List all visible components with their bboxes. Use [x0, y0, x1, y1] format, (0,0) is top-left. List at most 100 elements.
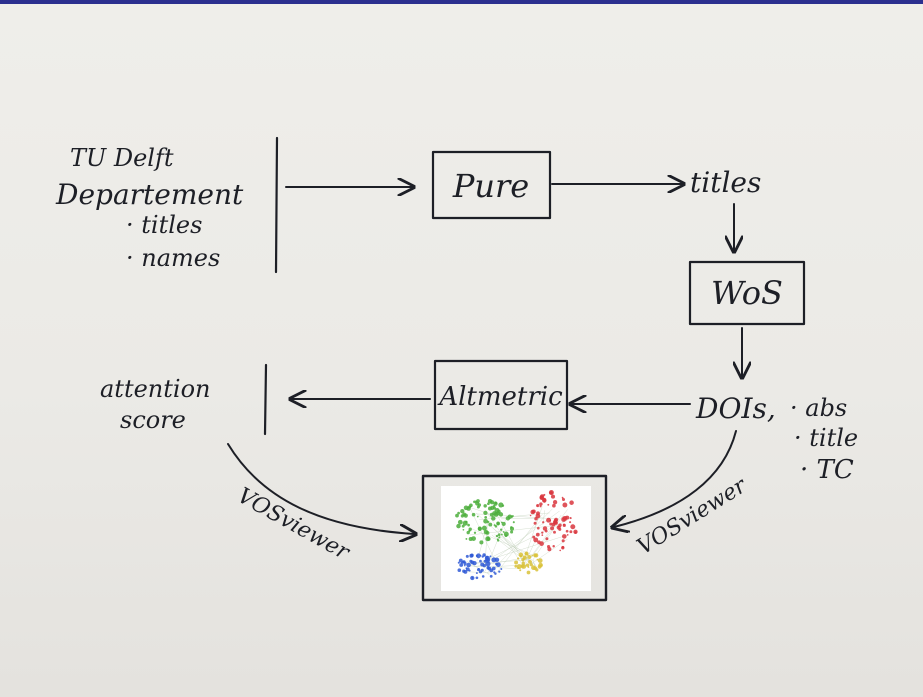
network-node	[547, 547, 552, 552]
vosviewer-network-map-icon	[441, 486, 591, 591]
network-clusters	[455, 490, 578, 581]
network-node	[562, 523, 566, 528]
network-node	[561, 539, 565, 543]
network-node	[463, 561, 467, 566]
network-node	[485, 555, 489, 559]
network-node	[485, 561, 491, 567]
network-node	[467, 505, 472, 509]
network-node	[512, 521, 515, 524]
network-node	[533, 537, 539, 543]
network-node	[565, 515, 570, 520]
network-node	[456, 523, 461, 529]
network-node	[549, 519, 551, 522]
network-node	[465, 567, 470, 572]
titles-label: titles	[690, 166, 761, 199]
altmetric-box	[433, 359, 569, 431]
network-node	[481, 525, 487, 531]
network-node	[569, 530, 573, 534]
network-node	[487, 566, 492, 571]
network-node	[475, 572, 478, 575]
network-node	[522, 555, 527, 560]
network-node	[525, 563, 530, 567]
network-node	[457, 511, 460, 515]
arrow-dois-to-map	[614, 430, 737, 527]
network-node	[537, 558, 543, 563]
network-node	[531, 554, 533, 557]
network-node	[458, 558, 463, 563]
network-node	[541, 531, 544, 534]
network-node	[498, 570, 501, 573]
network-node	[498, 536, 501, 539]
score-separator	[263, 363, 268, 436]
network-node	[501, 533, 503, 536]
network-node	[460, 509, 465, 514]
wos-box	[688, 260, 806, 326]
network-node	[487, 536, 489, 538]
source-bullet-titles: · titles	[126, 211, 202, 239]
network-node	[490, 505, 495, 511]
network-node	[569, 521, 572, 524]
network-node	[566, 534, 569, 536]
network-node	[545, 537, 549, 541]
network-node	[467, 523, 470, 527]
network-node	[539, 541, 544, 546]
doi-field-abs: · abs	[790, 394, 847, 422]
network-node	[489, 500, 495, 505]
network-node	[483, 518, 488, 524]
network-node	[477, 526, 482, 531]
network-node	[491, 516, 496, 521]
network-node	[543, 493, 546, 496]
network-node	[534, 553, 539, 558]
network-node	[539, 495, 544, 500]
network-node	[553, 520, 558, 525]
network-node	[478, 570, 483, 574]
network-node	[473, 531, 477, 534]
network-node	[466, 562, 471, 568]
network-node	[457, 561, 460, 564]
network-node	[479, 559, 482, 563]
network-node	[501, 521, 506, 526]
network-node	[510, 526, 513, 529]
network-node	[476, 553, 481, 559]
network-node	[455, 513, 459, 518]
network-node	[530, 509, 535, 515]
doi-field-tc: · TC	[800, 455, 854, 485]
network-link	[493, 528, 529, 557]
network-link	[469, 527, 536, 557]
network-link	[530, 529, 554, 564]
network-node	[493, 524, 496, 527]
network-node	[481, 575, 485, 578]
network-node	[476, 568, 481, 572]
network-node	[483, 510, 488, 516]
network-node	[485, 530, 490, 535]
network-node	[494, 557, 500, 562]
network-node	[528, 559, 532, 564]
network-node	[471, 512, 476, 517]
network-node	[532, 535, 536, 539]
network-node	[489, 555, 492, 558]
network-node	[561, 517, 566, 522]
network-node	[493, 512, 499, 517]
network-node	[463, 564, 466, 567]
network-link	[494, 534, 534, 565]
source-subtitle: Departement	[55, 178, 244, 211]
network-node	[475, 576, 479, 580]
network-node	[484, 516, 488, 519]
network-node	[465, 554, 469, 558]
network-node	[489, 574, 493, 578]
wos-node: WoS	[688, 260, 806, 326]
network-node	[476, 499, 480, 503]
network-node	[517, 566, 520, 570]
network-node	[552, 545, 555, 548]
network-node	[486, 537, 491, 541]
network-node	[496, 521, 500, 526]
network-node	[505, 516, 511, 521]
network-node	[465, 537, 468, 540]
network-node	[459, 563, 464, 567]
network-node	[570, 524, 576, 530]
network-node	[574, 531, 577, 534]
pure-label: Pure	[452, 167, 529, 205]
network-node	[559, 549, 562, 552]
network-node	[463, 505, 469, 511]
network-node	[472, 560, 477, 566]
